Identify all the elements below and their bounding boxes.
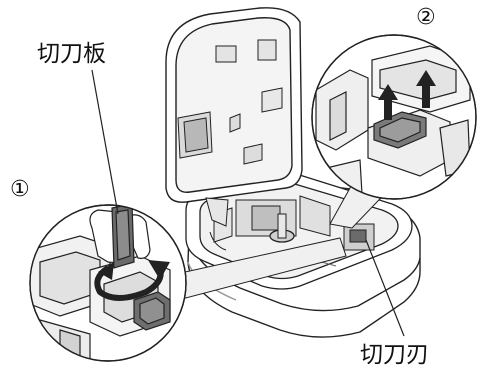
step-number-2: ② bbox=[416, 5, 436, 30]
up-arrow-icon bbox=[378, 84, 398, 120]
up-arrow-icon bbox=[416, 70, 436, 108]
leader-line-cutter-board bbox=[91, 69, 119, 215]
rotate-arrow-icon bbox=[94, 260, 170, 301]
label-cutter-board: 切刀板 bbox=[37, 41, 106, 67]
device-lid bbox=[165, 7, 303, 227]
label-cutter-blade: 切刀刃 bbox=[360, 342, 429, 368]
step-number-1: ① bbox=[10, 177, 30, 202]
callout-right bbox=[311, 34, 477, 229]
leader-line-cutter-blade bbox=[365, 239, 405, 337]
